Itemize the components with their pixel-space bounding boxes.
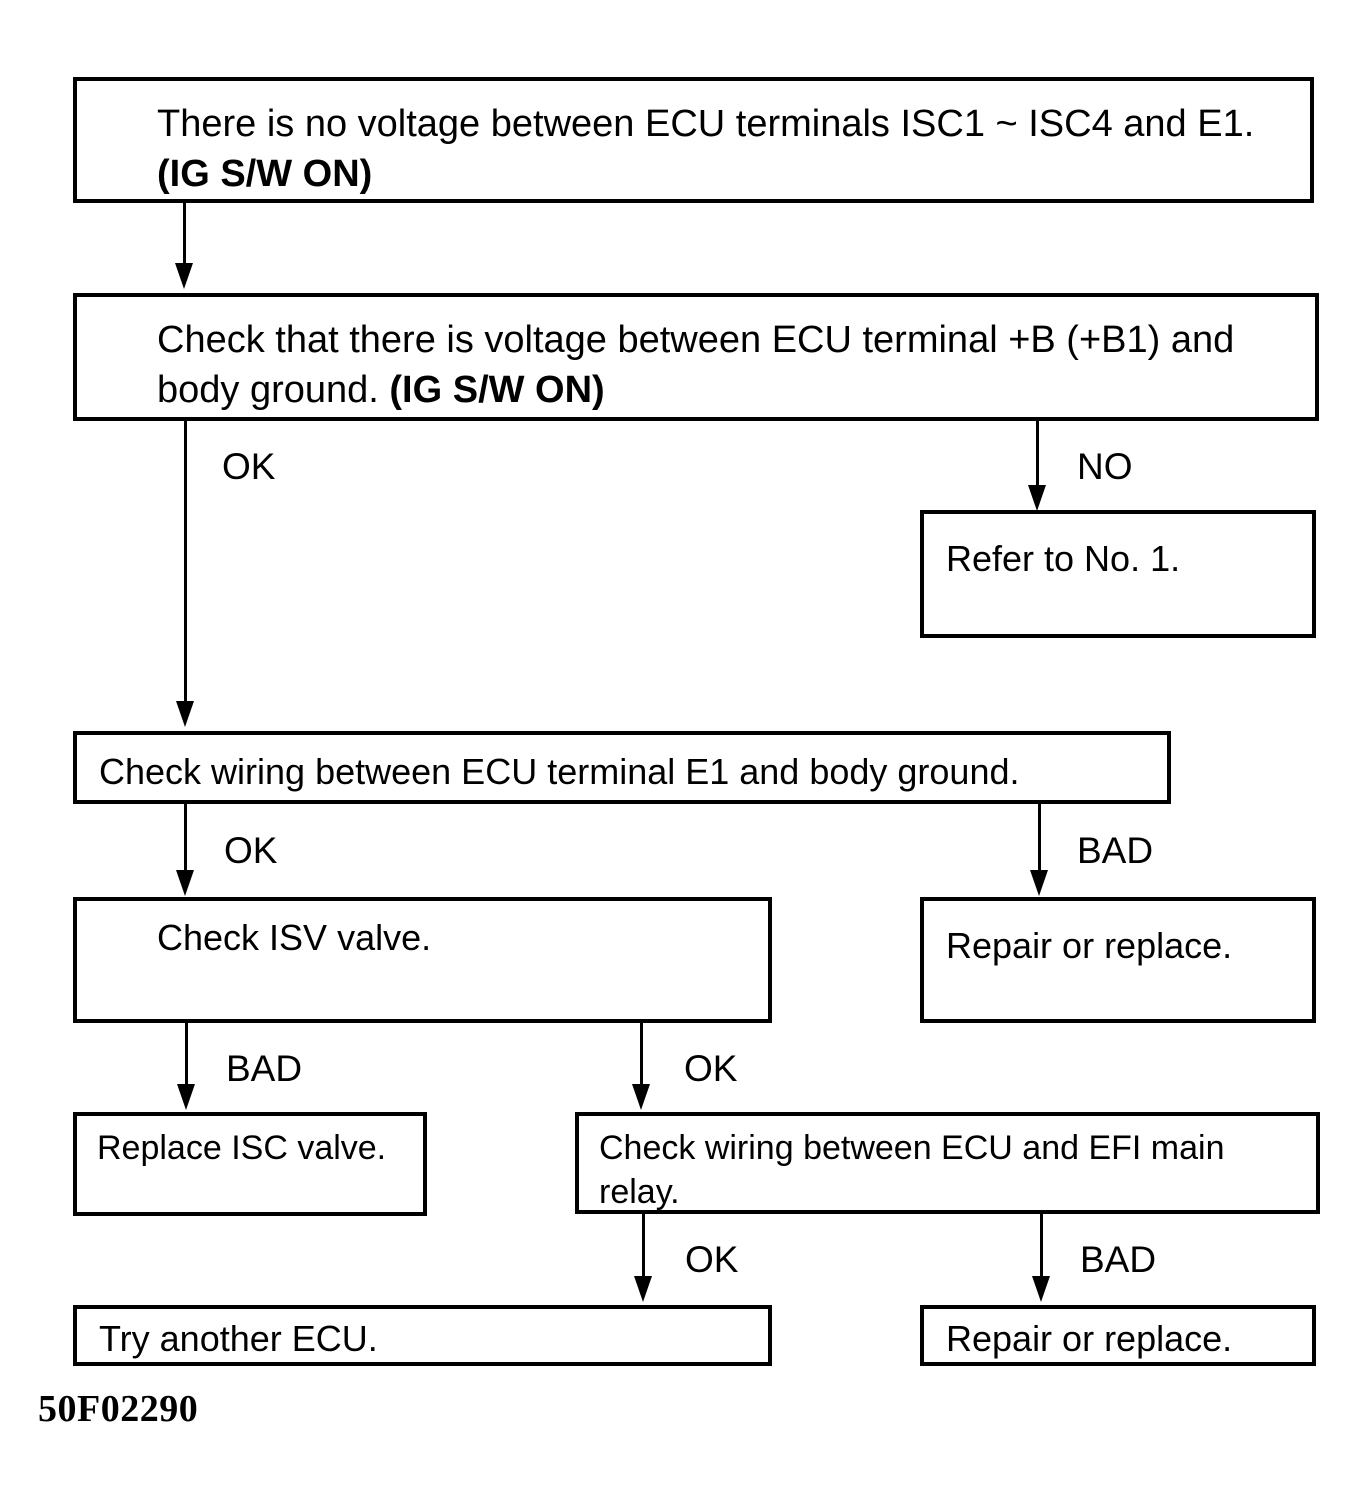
flow-node-check-b-voltage-text: Check that there is voltage between ECU … xyxy=(77,315,1315,415)
flow-node-repair-replace-wiring-text: Repair or replace. xyxy=(946,925,1233,966)
connector-isv-bad xyxy=(185,1023,188,1086)
flow-node-replace-isc-valve[interactable]: Replace ISC valve. xyxy=(73,1112,427,1216)
connector-check-e1-bad xyxy=(1038,804,1041,872)
arrowhead-symptom-to-check-voltage xyxy=(175,263,193,289)
flow-node-check-e1-wiring[interactable]: Check wiring between ECU terminal E1 and… xyxy=(73,731,1171,804)
flow-node-try-another-ecu-text: Try another ECU. xyxy=(99,1318,378,1359)
connector-check-e1-ok xyxy=(184,804,187,872)
flow-node-symptom[interactable]: There is no voltage between ECU terminal… xyxy=(73,77,1314,203)
flow-node-check-e1-wiring-text: Check wiring between ECU terminal E1 and… xyxy=(99,751,1020,792)
flow-node-try-another-ecu[interactable]: Try another ECU. xyxy=(73,1305,772,1366)
flow-node-check-isv-valve[interactable]: Check ISV valve. xyxy=(73,897,772,1023)
edge-label-bad-check-e1: BAD xyxy=(1077,830,1154,871)
arrowhead-isv-ok xyxy=(632,1084,650,1110)
flow-node-check-b-voltage-text-normal: Check that there is voltage between ECU … xyxy=(157,319,1235,411)
arrowhead-isv-bad xyxy=(177,1084,195,1110)
arrowhead-efi-relay-bad xyxy=(1032,1276,1050,1302)
flow-node-refer-no1[interactable]: Refer to No. 1. xyxy=(920,510,1316,638)
arrowhead-check-e1-ok xyxy=(176,870,194,896)
connector-isv-ok xyxy=(640,1023,643,1086)
flow-node-symptom-text-normal: There is no voltage between ECU terminal… xyxy=(157,103,1255,145)
flow-node-check-isv-valve-text: Check ISV valve. xyxy=(157,917,432,958)
arrowhead-check-e1-bad xyxy=(1030,870,1048,896)
edge-label-ok-isv: OK xyxy=(684,1048,738,1089)
flow-node-check-efi-relay-wiring[interactable]: Check wiring between ECU and EFI main re… xyxy=(575,1112,1320,1214)
flow-node-symptom-text: There is no voltage between ECU terminal… xyxy=(77,99,1310,199)
flow-node-check-efi-relay-wiring-text: Check wiring between ECU and EFI main re… xyxy=(599,1129,1225,1211)
edge-label-ok-efi-relay: OK xyxy=(685,1239,739,1280)
arrowhead-check-voltage-ok xyxy=(176,701,194,727)
connector-check-voltage-no xyxy=(1036,421,1039,487)
arrowhead-check-voltage-no xyxy=(1028,485,1046,511)
edge-label-bad-efi-relay: BAD xyxy=(1080,1239,1157,1280)
edge-label-ok-check-e1: OK xyxy=(224,830,278,871)
connector-symptom-to-check-voltage xyxy=(183,203,186,265)
flow-node-check-b-voltage[interactable]: Check that there is voltage between ECU … xyxy=(73,293,1319,421)
flow-node-repair-replace-relay[interactable]: Repair or replace. xyxy=(920,1305,1316,1366)
flow-node-repair-replace-wiring[interactable]: Repair or replace. xyxy=(920,897,1316,1023)
flow-node-repair-replace-relay-text: Repair or replace. xyxy=(946,1318,1233,1359)
connector-efi-relay-bad xyxy=(1040,1214,1043,1278)
connector-check-voltage-ok xyxy=(184,421,187,703)
edge-label-ok-check-voltage: OK xyxy=(222,446,276,487)
figure-caption: 50F02290 xyxy=(38,1388,199,1430)
arrowhead-efi-relay-ok xyxy=(634,1276,652,1302)
flow-node-refer-no1-text: Refer to No. 1. xyxy=(946,538,1181,579)
flow-node-check-b-voltage-text-bold: (IG S/W ON) xyxy=(389,369,605,411)
connector-efi-relay-ok xyxy=(642,1214,645,1278)
flow-node-replace-isc-valve-text: Replace ISC valve. xyxy=(97,1129,387,1167)
edge-label-bad-isv: BAD xyxy=(226,1048,303,1089)
edge-label-no-check-voltage: NO xyxy=(1077,446,1133,487)
flow-node-symptom-text-bold: (IG S/W ON) xyxy=(157,153,373,195)
